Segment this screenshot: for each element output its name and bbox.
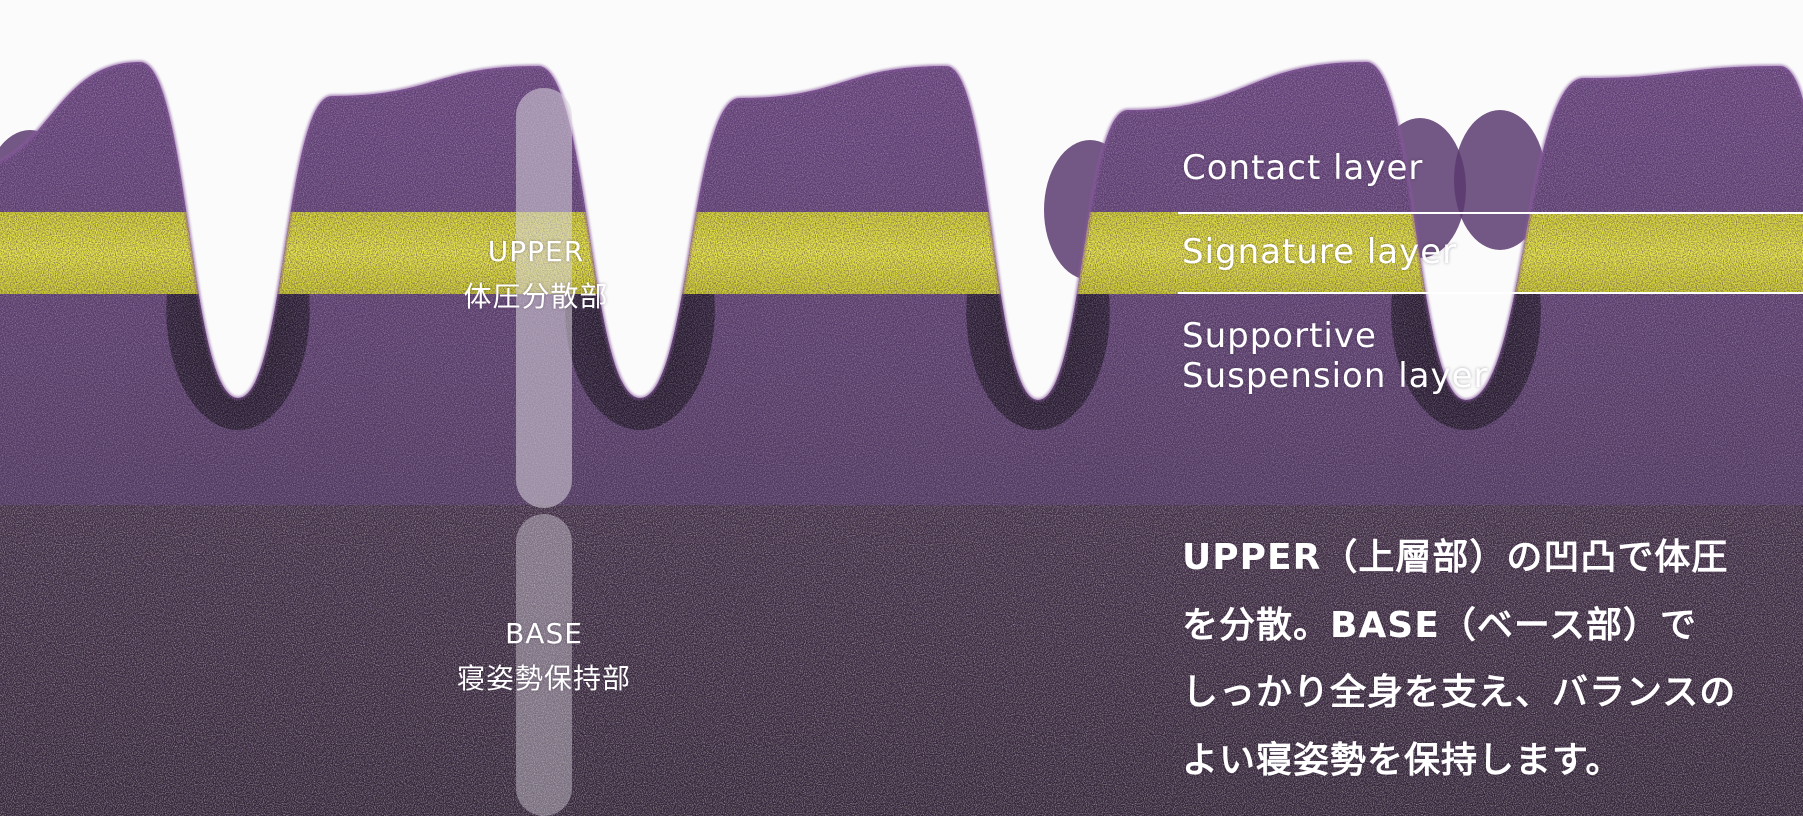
upper-foam-layer	[0, 60, 1803, 505]
description-line: しっかり全身を支え、バランスの	[1182, 672, 1737, 714]
base-zone-label: BASE 寝姿勢保持部	[424, 612, 664, 702]
contact-layer-label: Contact layer	[1182, 148, 1424, 188]
base-zone-title: BASE	[505, 617, 583, 650]
description-text: UPPER（上層部）の凹凸で体圧 を分散。BASE（ベース部）で しっかり全身を…	[1182, 524, 1803, 795]
upper-foam-texture-dark	[0, 62, 1803, 505]
signature-layer-label: Signature layer	[1182, 232, 1458, 272]
upper-zone-title: UPPER	[487, 235, 585, 268]
description-line: よい寝姿勢を保持します。	[1182, 740, 1623, 782]
contact-signature-divider	[1178, 212, 1803, 214]
signature-supportive-divider	[1178, 292, 1803, 294]
base-zone-pill	[516, 514, 572, 816]
supportive-layer-label: Supportive Suspension layer	[1182, 316, 1489, 396]
upper-zone-subtitle: 体圧分散部	[463, 279, 609, 313]
base-layer-texture-dark	[0, 500, 1803, 816]
supportive-layer-line1: Supportive	[1182, 316, 1377, 356]
description-line: を分散。BASE（ベース部）で	[1182, 604, 1698, 646]
supportive-layer-line2: Suspension layer	[1182, 356, 1489, 397]
upper-zone-label: UPPER 体圧分散部	[416, 230, 656, 320]
upper-zone-pill	[516, 88, 572, 508]
description-line: UPPER（上層部）の凹凸で体圧	[1182, 537, 1729, 578]
back-row-peak	[1454, 110, 1546, 250]
base-zone-subtitle: 寝姿勢保持部	[456, 661, 631, 695]
